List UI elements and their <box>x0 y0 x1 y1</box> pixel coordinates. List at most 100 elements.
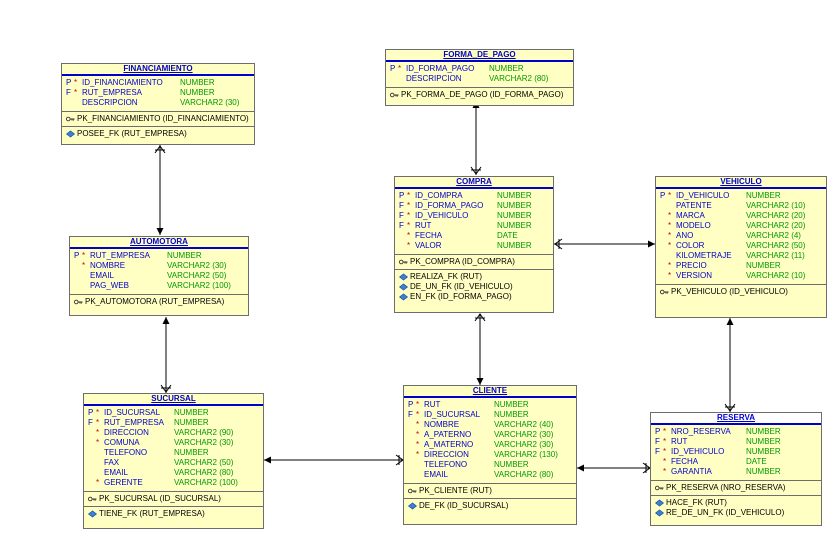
key-flag: P <box>88 408 94 417</box>
primary-key-row[interactable]: PK_FORMA_DE_PAGO (ID_FORMA_PAGO) <box>386 90 573 100</box>
column-name: FAX <box>104 458 120 467</box>
rel-re-de-un[interactable] <box>724 318 736 412</box>
rel-de-un[interactable] <box>554 238 655 250</box>
primary-key-row[interactable]: PK_FINANCIAMIENTO (ID_FINANCIAMIENTO) <box>62 114 254 124</box>
primary-key-row[interactable]: PK_AUTOMOTORA (RUT_EMPRESA) <box>70 297 248 307</box>
foreign-key-row[interactable]: DE_FK (ID_SUCURSAL) <box>404 501 576 511</box>
required-flag: * <box>416 410 420 419</box>
column-type: NUMBER <box>497 241 532 250</box>
foreign-key-row[interactable]: RE_DE_UN_FK (ID_VEHICULO) <box>651 508 821 518</box>
primary-key-row[interactable]: PK_RESERVA (NRO_RESERVA) <box>651 483 821 493</box>
foreign-key-row[interactable]: HACE_FK (RUT) <box>651 498 821 508</box>
column-type: VARCHAR2 (30) <box>180 98 240 107</box>
rel-tiene[interactable] <box>160 317 172 393</box>
rel-de[interactable] <box>264 454 404 466</box>
primary-key-label: PK_RESERVA (NRO_RESERVA) <box>666 483 786 492</box>
column-name: NRO_RESERVA <box>671 427 731 436</box>
foreign-key-row[interactable]: POSEE_FK (RUT_EMPRESA) <box>62 129 254 139</box>
primary-key-row[interactable]: PK_SUCURSAL (ID_SUCURSAL) <box>84 494 263 504</box>
required-flag: * <box>96 478 100 487</box>
key-icon <box>74 297 85 306</box>
foreign-key-row[interactable]: DE_UN_FK (ID_VEHICULO) <box>395 282 553 292</box>
column-name: GERENTE <box>104 478 143 487</box>
column-type: VARCHAR2 (80) <box>494 470 554 479</box>
rel-hace[interactable] <box>577 462 651 474</box>
rel-posee[interactable] <box>154 145 166 235</box>
foreign-key-row[interactable]: TIENE_FK (RUT_EMPRESA) <box>84 509 263 519</box>
foreign-key-row[interactable]: REALIZA_FK (RUT) <box>395 272 553 282</box>
column-type: VARCHAR2 (80) <box>489 74 549 83</box>
primary-key-section: PK_RESERVA (NRO_RESERVA) <box>651 480 821 495</box>
primary-key-row[interactable]: PK_CLIENTE (RUT) <box>404 486 576 496</box>
key-flag: F <box>655 447 660 456</box>
foreign-key-row[interactable]: EN_FK (ID_FORMA_PAGO) <box>395 292 553 302</box>
key-icon <box>655 483 666 492</box>
rel-en[interactable] <box>470 101 482 175</box>
primary-key-row[interactable]: PK_COMPRA (ID_COMPRA) <box>395 257 553 267</box>
primary-key-section: PK_CLIENTE (RUT) <box>404 483 576 498</box>
primary-key-row[interactable]: PK_VEHICULO (ID_VEHICULO) <box>656 287 826 297</box>
column-type: NUMBER <box>180 88 215 97</box>
required-flag: * <box>668 271 672 280</box>
rel-realiza[interactable] <box>474 313 486 385</box>
column-type: NUMBER <box>497 221 532 230</box>
column-type: VARCHAR2 (20) <box>746 221 806 230</box>
